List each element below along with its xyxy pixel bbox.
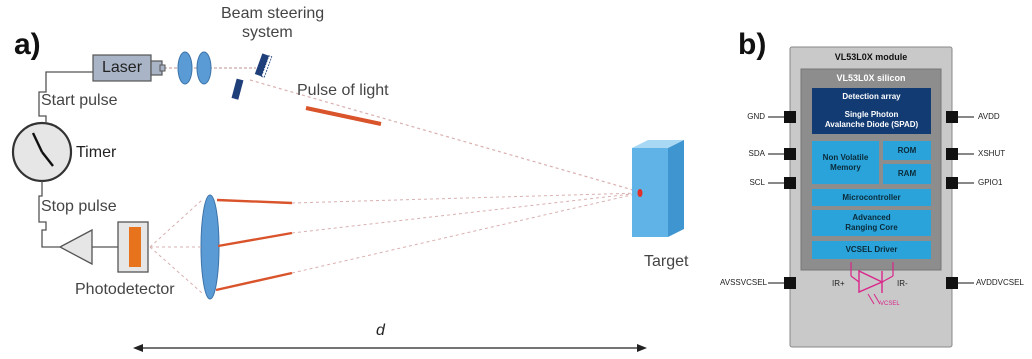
lens-2: [196, 51, 212, 85]
left-pin-lines: [768, 116, 974, 284]
target-top: [632, 140, 684, 148]
ranging-core-line-2: Ranging Core: [845, 223, 898, 232]
distance-label: d: [376, 322, 385, 339]
vcsel-label: VCSEL: [880, 301, 900, 307]
vcsel-leads: [850, 275, 894, 283]
pin-sda: SDA: [748, 149, 765, 158]
ram-label: RAM: [897, 169, 917, 178]
target-label: Target: [644, 253, 689, 270]
outgoing-beam: [249, 79, 641, 193]
pin-gpio1: GPIO1: [978, 178, 1003, 187]
start-pulse-label: Start pulse: [41, 92, 118, 109]
panel-b-label: b): [738, 28, 767, 61]
beam-steering-line-1: Beam steering: [221, 5, 325, 22]
arrow-left-head: [133, 344, 143, 352]
ir-minus-label: IR-: [897, 279, 908, 288]
pin-avddvcsel: AVDDVCSEL: [976, 278, 1024, 287]
stop-pulse-label: Stop pulse: [41, 198, 117, 215]
focus-line-1: [149, 199, 203, 248]
ram-block: RAM: [883, 164, 931, 184]
return-pulse-1: [216, 198, 293, 205]
pin-pads: [784, 111, 958, 289]
return-line-3: [291, 192, 641, 274]
rom-label: ROM: [897, 145, 917, 155]
beam-steering-line-2: system: [242, 24, 293, 41]
module-title: VL53L0X module: [834, 52, 908, 62]
vcsel-ray-2: [873, 293, 881, 305]
nvm-block: Non Volatile Memory: [812, 141, 879, 184]
vcsel-ray-1: [867, 293, 875, 305]
ranging-core-block: Advanced Ranging Core: [812, 210, 931, 236]
rom-block: ROM: [883, 141, 931, 160]
return-lens: [200, 194, 220, 300]
mirror-top: [254, 53, 273, 78]
light-pulse: [305, 106, 382, 126]
detection-array-label: Detection array: [842, 92, 901, 101]
stop-pulse-wire: [38, 181, 60, 248]
timer-label: Timer: [76, 144, 117, 161]
ir-plus-label: IR+: [832, 279, 845, 288]
pin-avdd: AVDD: [978, 112, 1000, 121]
pin-avssvcsel: AVSSVCSEL: [720, 278, 767, 287]
ranging-core-line-1: Advanced: [852, 213, 891, 222]
pin-scl: SCL: [749, 178, 765, 187]
pulse-of-light-label: Pulse of light: [297, 82, 389, 99]
microcontroller-label: Microcontroller: [842, 192, 901, 202]
detection-block-bg: [812, 88, 931, 134]
target-side: [668, 140, 684, 237]
photodetector-label: Photodetector: [75, 281, 175, 298]
silicon-title: VL53L0X silicon: [836, 73, 906, 83]
vcsel-driver-label: VCSEL Driver: [845, 245, 898, 254]
vcsel-driver-block: VCSEL Driver: [812, 241, 931, 259]
spad-line-2: Avalanche Diode (SPAD): [824, 120, 919, 129]
vcsel-wires: [850, 262, 894, 276]
return-pulse-2: [217, 231, 293, 248]
return-line-1: [291, 192, 641, 204]
nvm-line-2: Memory: [830, 162, 861, 172]
target-spot: [637, 189, 643, 197]
laser-label: Laser: [102, 59, 143, 76]
nvm-line-1: Non Volatile: [822, 152, 869, 162]
return-line-2: [291, 192, 641, 234]
pin-gnd: GND: [747, 112, 765, 121]
spad-line-1: Single Photon: [844, 110, 899, 119]
timer-hand-1: [31, 132, 44, 153]
mirror-bottom: [231, 78, 244, 100]
photodetector-sensor: [129, 227, 141, 267]
microcontroller-block: Microcontroller: [812, 189, 931, 206]
start-pulse-wire: [38, 71, 93, 123]
target-front: [632, 148, 668, 237]
panel-a-label: a): [14, 28, 41, 61]
arrow-right-head: [637, 344, 647, 352]
return-pulse-3: [215, 271, 293, 292]
timer-hand-2: [41, 151, 54, 167]
laser-tip: [159, 64, 166, 72]
pin-xshut: XSHUT: [978, 149, 1006, 158]
amplifier: [58, 228, 93, 266]
lens-1: [177, 51, 193, 85]
